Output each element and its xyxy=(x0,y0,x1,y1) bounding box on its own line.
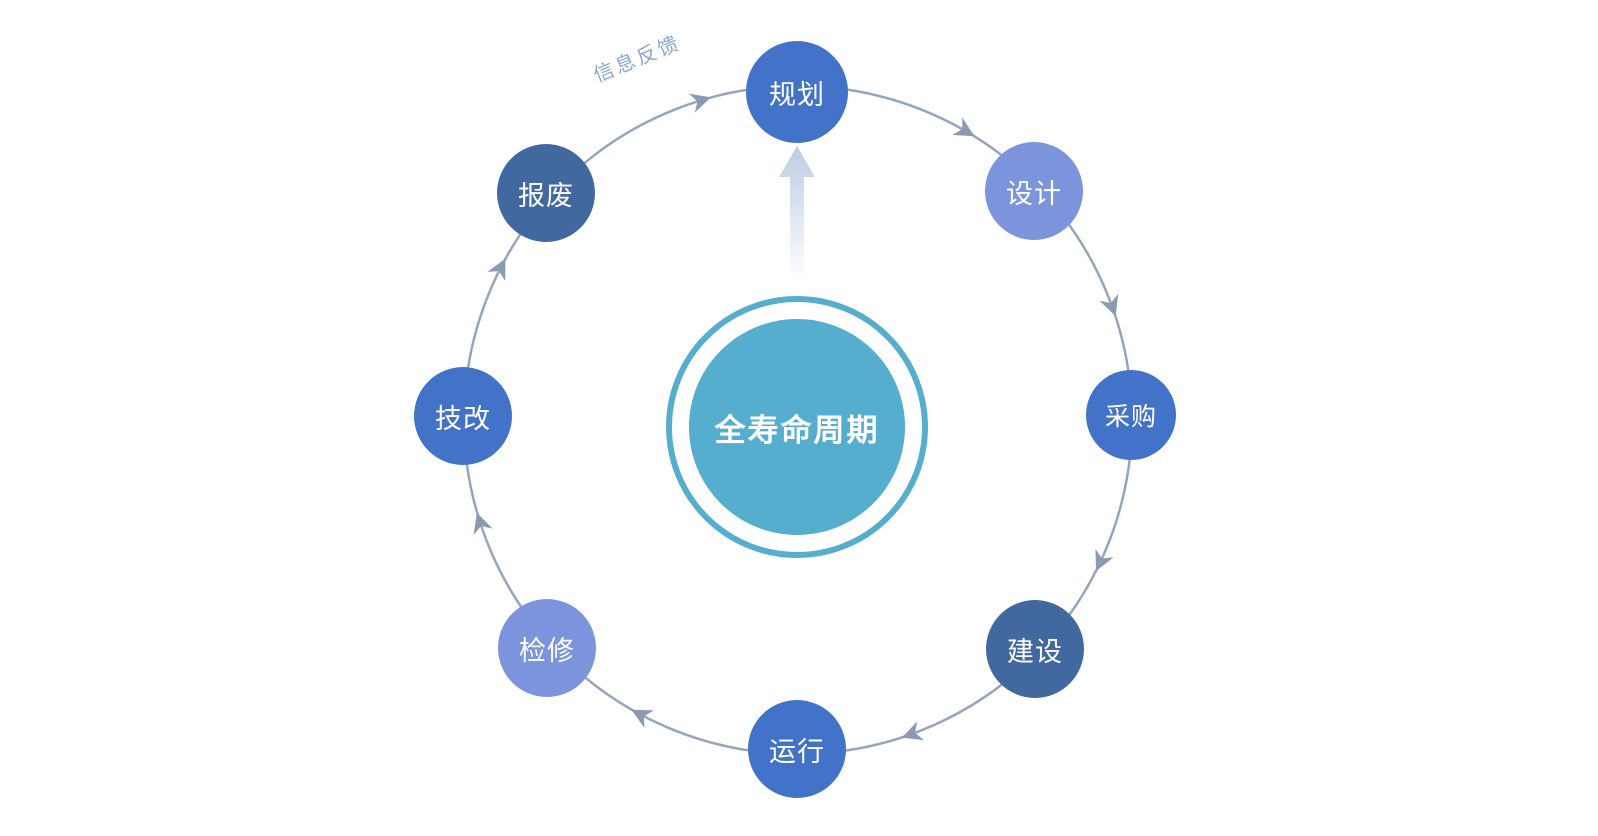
flow-arrow-operation-maintenance xyxy=(631,709,654,729)
node-operation: 运行 xyxy=(748,700,846,798)
node-construction: 建设 xyxy=(986,600,1084,698)
center-feedback-up-arrow-icon xyxy=(779,146,815,282)
node-procurement: 采购 xyxy=(1086,370,1176,460)
node-planning: 规划 xyxy=(746,41,848,143)
flow-arrow-construction-operation xyxy=(901,721,925,741)
flow-arrow-procurement-construction xyxy=(1095,548,1114,572)
flow-arrow-maintenance-renovation xyxy=(473,512,493,535)
flow-arrows xyxy=(473,93,1119,741)
node-renovation: 技改 xyxy=(414,367,512,465)
center-label: 全寿命周期 xyxy=(714,412,880,448)
center-circle-fill: 全寿命周期 xyxy=(689,319,905,535)
flow-arrow-design-procurement xyxy=(1099,293,1119,317)
center-circle: 全寿命周期 xyxy=(666,296,928,558)
flow-arrow-renovation-scrap xyxy=(487,258,506,281)
node-design: 设计 xyxy=(985,142,1083,240)
flow-arrow-scrap-planning xyxy=(688,93,711,113)
flow-arrow-planning-design xyxy=(952,117,975,137)
node-maintenance: 检修 xyxy=(498,599,596,697)
node-scrap: 报废 xyxy=(497,144,595,242)
